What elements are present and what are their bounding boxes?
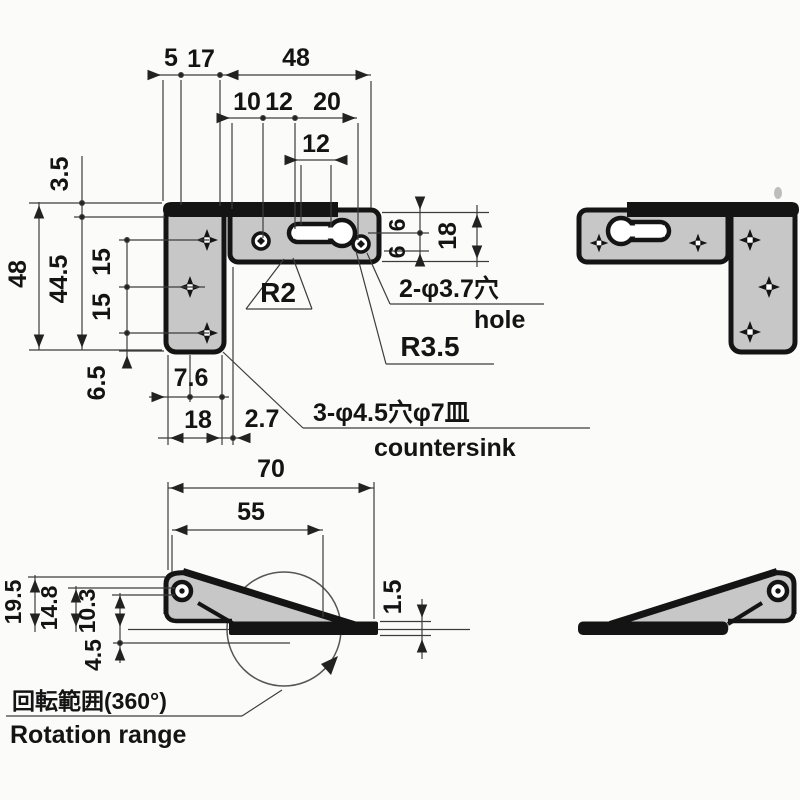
vertical-arm: [163, 203, 227, 355]
hole-callout-jp: 2-φ3.7穴: [399, 274, 499, 303]
dim-label: 4.5: [80, 639, 106, 671]
dim-label: 12: [265, 88, 293, 116]
front-dimension-lines: [33, 69, 483, 444]
pivot-center: [179, 588, 185, 594]
wedge-bottom-edge: [728, 611, 797, 624]
side-dimension-lines: [29, 482, 428, 663]
dim-label: 17: [187, 45, 215, 73]
dim-label: 3.5: [46, 157, 74, 192]
hole-callout-en: hole: [474, 306, 525, 334]
dim-label: 14.8: [36, 585, 62, 630]
dim-label: 10: [233, 88, 261, 116]
wedge-left-edge: [163, 570, 186, 614]
dim-label: 18: [184, 406, 212, 434]
top-flange-edge: [627, 202, 799, 217]
base-plate: [578, 621, 728, 635]
dim-label: 7.6: [174, 364, 209, 392]
hinge-wedge-body: [166, 572, 357, 630]
pivot-center: [775, 588, 781, 594]
front-extension-lines: [29, 80, 489, 445]
dim-label: 5: [164, 44, 178, 72]
vertical-arm: [728, 203, 798, 355]
dim-label: 6.5: [83, 366, 111, 401]
dim-label: 6: [384, 219, 410, 232]
dim-label: 15: [88, 248, 116, 276]
dim-label: 55: [237, 498, 265, 526]
wedge-hypotenuse: [608, 568, 779, 628]
side-dimension-labels: 70 55 19.5 14.8 10.3 4.5 1.5: [0, 455, 407, 671]
round-hole: [351, 234, 371, 254]
rotation-range-label-jp: 回転範囲(360°): [12, 688, 167, 714]
rotation-range-label-en: Rotation range: [10, 721, 186, 749]
rotation-range-note: 回転範囲(360°) Rotation range: [6, 688, 283, 749]
front-dimension-labels: 5 17 48 10 12 20 12 3.5 48 44.5 15 15 6.…: [4, 44, 525, 462]
dim-label: 44.5: [45, 255, 73, 304]
dim-label: 19.5: [0, 579, 26, 624]
side-extension-lines: [28, 482, 431, 644]
round-hole: [251, 231, 271, 251]
mirrored-side-view: [578, 568, 797, 635]
dim-label: 48: [4, 260, 32, 288]
wedge-hypotenuse: [181, 568, 359, 629]
wedge-right-edge: [774, 570, 797, 614]
dim-label: 10.3: [74, 589, 100, 634]
dim-label: 70: [257, 455, 285, 483]
keyhole-slot: [286, 217, 358, 249]
wedge-bottom-edge: [163, 611, 232, 624]
dim-label: 15: [88, 293, 116, 321]
radius-note-r2: R2: [260, 277, 296, 308]
dim-label: 18: [434, 222, 462, 250]
rotation-arrow: [321, 656, 338, 675]
dim-label: 6: [384, 246, 410, 259]
top-flange-edge: [163, 202, 338, 217]
radius-note-r3-5: R3.5: [400, 331, 459, 362]
dim-label: 12: [302, 130, 330, 158]
keyhole-slot: [605, 215, 672, 247]
dim-label: 1.5: [379, 580, 407, 615]
front-view: [163, 202, 382, 355]
hinge-wedge-body: [607, 572, 794, 630]
dim-label: 20: [313, 88, 341, 116]
base-plate: [229, 621, 378, 635]
front-leader-lines: [222, 250, 590, 429]
wedge-fold-line: [726, 601, 764, 626]
side-view: [128, 568, 470, 687]
wedge-fold-line: [196, 601, 236, 626]
countersink-callout-en: countersink: [374, 434, 516, 462]
dim-label: 48: [282, 44, 310, 72]
mirrored-front-view: [576, 187, 799, 355]
scan-mark: [774, 187, 782, 199]
dim-label: 2.7: [245, 405, 280, 433]
countersink-callout-jp: 3-φ4.5穴φ7皿: [313, 398, 470, 427]
